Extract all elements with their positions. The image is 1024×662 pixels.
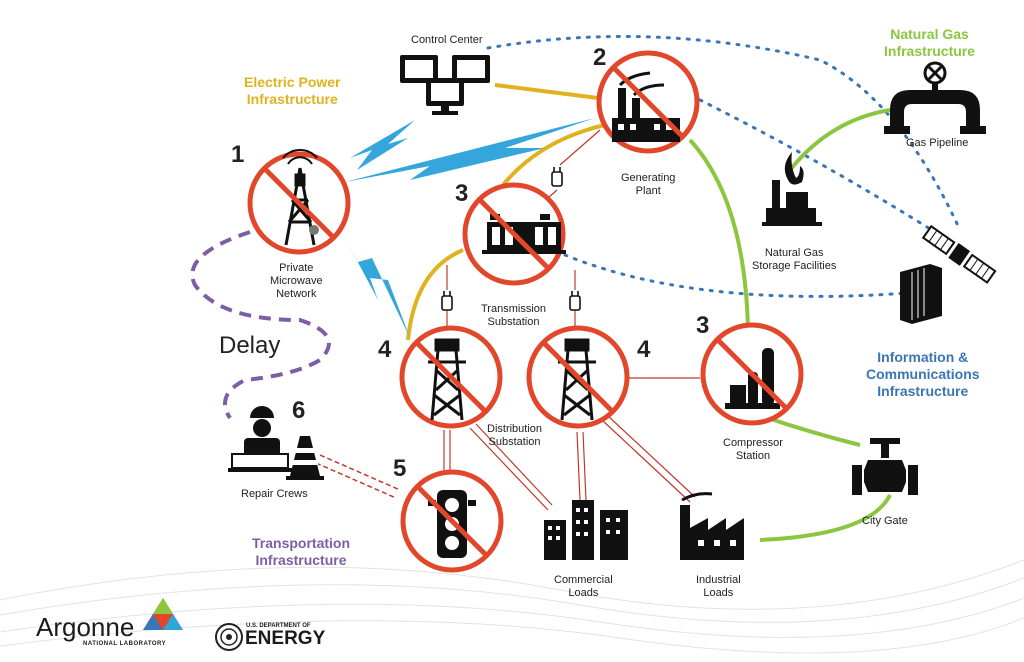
gas-storage-label: Natural Gas Storage Facilities xyxy=(752,247,837,272)
repair-number: 6 xyxy=(292,397,306,424)
satellite-icon xyxy=(921,224,997,284)
ict-infrastructure-label: Information & Communications Infrastruct… xyxy=(866,349,980,399)
transport-link xyxy=(315,454,401,499)
electric-links xyxy=(406,83,606,341)
transmission-label: Transmission Substation xyxy=(481,303,546,328)
compressor-number: 3 xyxy=(696,312,710,339)
doe-seal-icon xyxy=(215,623,243,651)
distribution-right-number: 4 xyxy=(637,336,651,363)
control-center-icon xyxy=(400,55,490,115)
argonne-logo-text: Argonne xyxy=(36,612,135,642)
city-gate-icon xyxy=(852,438,918,495)
transmission-number: 3 xyxy=(455,180,469,207)
microwave-links xyxy=(345,118,595,338)
control-center-label: Control Center xyxy=(411,34,483,46)
delay-path xyxy=(190,230,331,420)
power-lines xyxy=(443,129,700,511)
gas-pipeline-icon xyxy=(884,61,986,134)
prohibit-slash-distribution-left xyxy=(415,341,487,413)
distribution-label: Distribution Substation xyxy=(487,423,543,448)
generating-plant-number: 2 xyxy=(593,44,607,71)
generating-plant-label: Generating Plant xyxy=(621,172,676,197)
distribution-left-number: 4 xyxy=(378,336,392,363)
argonne-logo-icon xyxy=(143,598,183,630)
background-lines xyxy=(0,559,1024,654)
argonne-logo-subtext: NATIONAL LABORATORY xyxy=(83,641,167,647)
prohibit-slash-compressor xyxy=(716,338,788,410)
prohibit-slash-microwave xyxy=(263,167,335,239)
server-icon xyxy=(900,264,942,324)
commercial-loads-label: Commercial Loads xyxy=(554,574,613,599)
prohibit-slash-transmission xyxy=(478,198,550,270)
repair-crew-icon xyxy=(228,406,292,472)
prohibition-slashes xyxy=(263,66,788,557)
comm-links xyxy=(486,34,962,298)
traffic-number: 5 xyxy=(393,455,407,482)
prohibit-slash-distribution-right xyxy=(542,341,614,413)
microwave-label: Private Microwave Network xyxy=(270,262,323,300)
industrial-factory-icon xyxy=(680,492,744,560)
doe-small-text: U.S. DEPARTMENT OF xyxy=(246,623,311,629)
gas-pipeline-label: Gas Pipeline xyxy=(906,137,969,149)
delay-label: Delay xyxy=(219,332,281,359)
insulator-icons xyxy=(441,167,581,311)
prohibit-slash-generating-plant xyxy=(612,66,684,138)
microwave-tower-icon xyxy=(282,148,319,246)
commercial-buildings-icon xyxy=(544,500,628,560)
prohibit-slash-traffic xyxy=(416,485,488,557)
gas-storage-icon xyxy=(762,152,822,226)
transport-infrastructure-label: Transportation Infrastructure xyxy=(252,535,351,568)
compressor-label: Compressor Station xyxy=(723,437,783,462)
city-gate-label: City Gate xyxy=(862,515,908,527)
repair-crews-label: Repair Crews xyxy=(241,488,308,500)
traffic-cone-icon xyxy=(286,436,324,480)
doe-energy-text: ENERGY xyxy=(245,628,326,649)
gas-infrastructure-label: Natural Gas Infrastructure xyxy=(884,26,976,59)
electric-infrastructure-label: Electric Power Infrastructure xyxy=(244,74,341,107)
microwave-number: 1 xyxy=(231,141,245,168)
industrial-loads-label: Industrial Loads xyxy=(696,574,741,599)
